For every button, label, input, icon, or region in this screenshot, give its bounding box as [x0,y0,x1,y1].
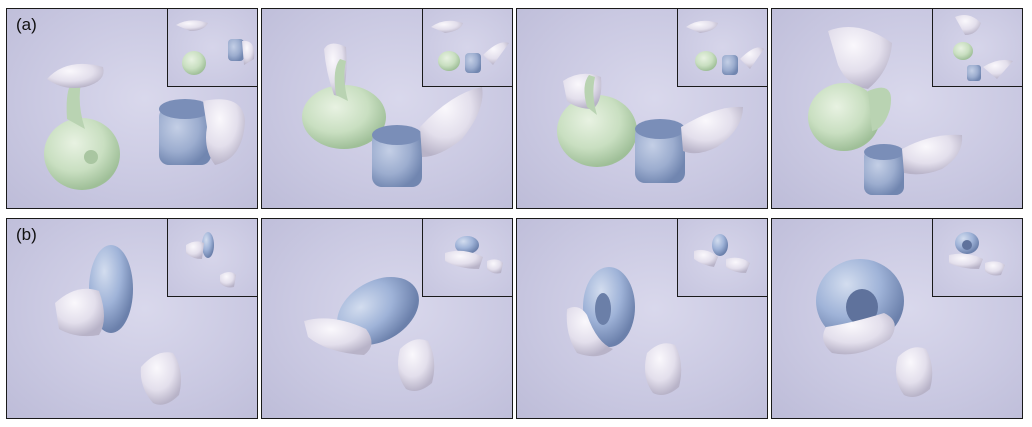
row-b-label: (b) [16,225,37,244]
torus-scene-2 [304,276,435,391]
panel-b1: (b) [6,218,258,419]
teapot-body [44,118,120,190]
teapot-scene-3 [557,73,743,183]
teapot-scene-1 [44,63,245,190]
teapot-scene-4 [808,27,963,195]
torus-scene-1 [55,245,181,405]
row-a-label: (a) [16,15,37,34]
panel-a1: (a) [6,8,258,209]
panel-a3 [516,8,768,209]
torus-scene-3 [566,267,682,395]
hand-grasping [55,288,104,337]
panel-b4 [771,218,1023,419]
hand-left [47,63,104,88]
hand-right [203,99,245,165]
teapot-scene-2 [302,43,483,187]
inset-view [167,9,257,87]
panel-b2 [261,218,513,419]
panel-a2 [261,8,513,209]
hand-idle [140,352,181,405]
teapot-lid [84,150,98,164]
panel-a4 [771,8,1023,209]
mug [159,107,211,165]
panel-b3 [516,218,768,419]
torus-scene-4 [816,259,933,397]
teapot-handle [66,81,85,129]
mug-opening [159,99,211,119]
